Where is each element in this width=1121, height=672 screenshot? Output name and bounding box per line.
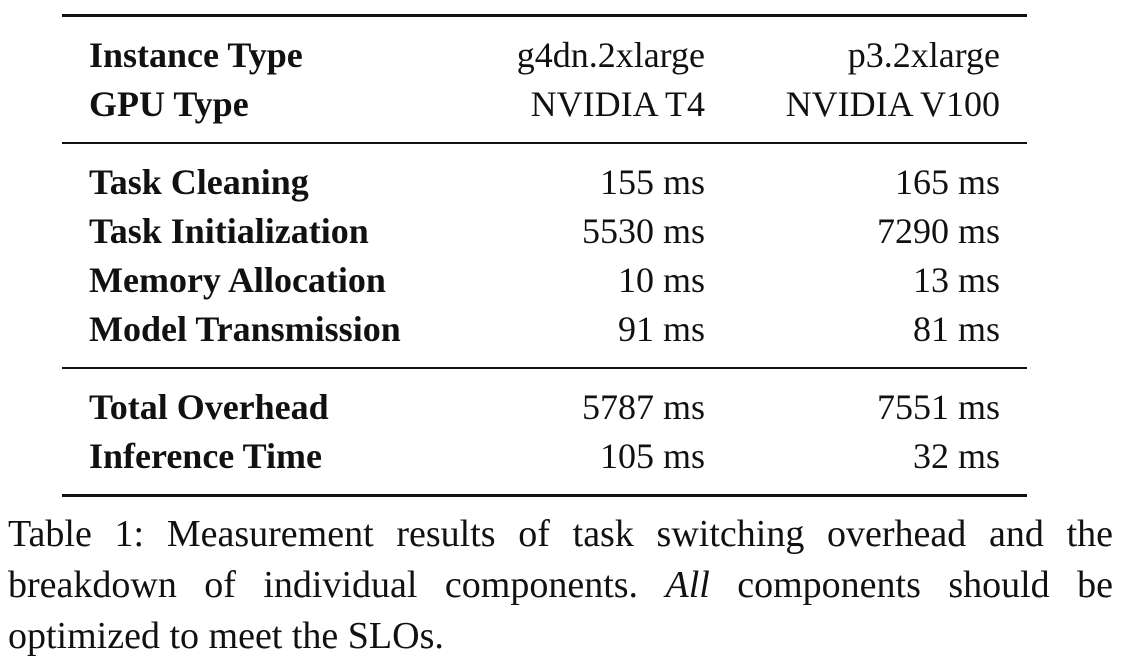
cell-g4dn: 5787 ms: [445, 367, 705, 432]
cell-g4dn: g4dn.2xlarge: [445, 14, 705, 80]
cell-p3: p3.2xlarge: [705, 14, 1027, 80]
row-label: Total Overhead: [62, 367, 445, 432]
cell-p3: 7551 ms: [705, 367, 1027, 432]
table-row-model-transmission: Model Transmission 91 ms 81 ms: [62, 305, 1027, 368]
row-label: Task Cleaning: [62, 142, 445, 207]
cell-p3: 81 ms: [912, 309, 1000, 349]
table-row-total-overhead: Total Overhead 5787 ms 7551 ms: [62, 367, 1027, 432]
row-label: Task Initialization: [89, 211, 369, 251]
cell-g4dn: 91 ms: [617, 309, 705, 349]
cell-p3: 32 ms: [705, 432, 1027, 497]
table-row-memory-allocation: Memory Allocation 10 ms 13 ms: [62, 256, 1027, 305]
header-row-gpu-type: GPU Type NVIDIA T4 NVIDIA V100: [62, 80, 1027, 143]
results-table: Instance Type g4dn.2xlarge p3.2xlarge GP…: [62, 14, 1027, 497]
cell-g4dn: 155 ms: [445, 142, 705, 207]
caption-text-start: Table 1: Measurement results of task swi…: [8, 513, 1113, 606]
cell-g4dn: 5530 ms: [581, 211, 705, 251]
row-label: Model Transmission: [89, 309, 401, 349]
cell-p3: 165 ms: [705, 142, 1027, 207]
row-label: Memory Allocation: [89, 260, 386, 300]
table-row-inference-time: Inference Time 105 ms 32 ms: [62, 432, 1027, 497]
cell-g4dn: NVIDIA T4: [530, 84, 705, 124]
row-label: Inference Time: [62, 432, 445, 497]
cell-p3: 7290 ms: [876, 211, 1000, 251]
row-label: GPU Type: [89, 84, 249, 124]
results-table-container: Instance Type g4dn.2xlarge p3.2xlarge GP…: [62, 14, 1027, 497]
table-caption: Table 1: Measurement results of task swi…: [8, 509, 1113, 662]
table-row-task-cleaning: Task Cleaning 155 ms 165 ms: [62, 142, 1027, 207]
cell-p3: NVIDIA V100: [785, 84, 1000, 124]
cell-g4dn: 105 ms: [445, 432, 705, 497]
row-label: Instance Type: [62, 14, 445, 80]
header-row-instance-type: Instance Type g4dn.2xlarge p3.2xlarge: [62, 14, 1027, 80]
table-row-task-initialization: Task Initialization 5530 ms 7290 ms: [62, 207, 1027, 256]
cell-g4dn: 10 ms: [617, 260, 705, 300]
caption-emphasis: All: [665, 564, 710, 606]
caption-text-end: components should be optimized to meet t…: [8, 564, 1113, 657]
cell-p3: 13 ms: [912, 260, 1000, 300]
